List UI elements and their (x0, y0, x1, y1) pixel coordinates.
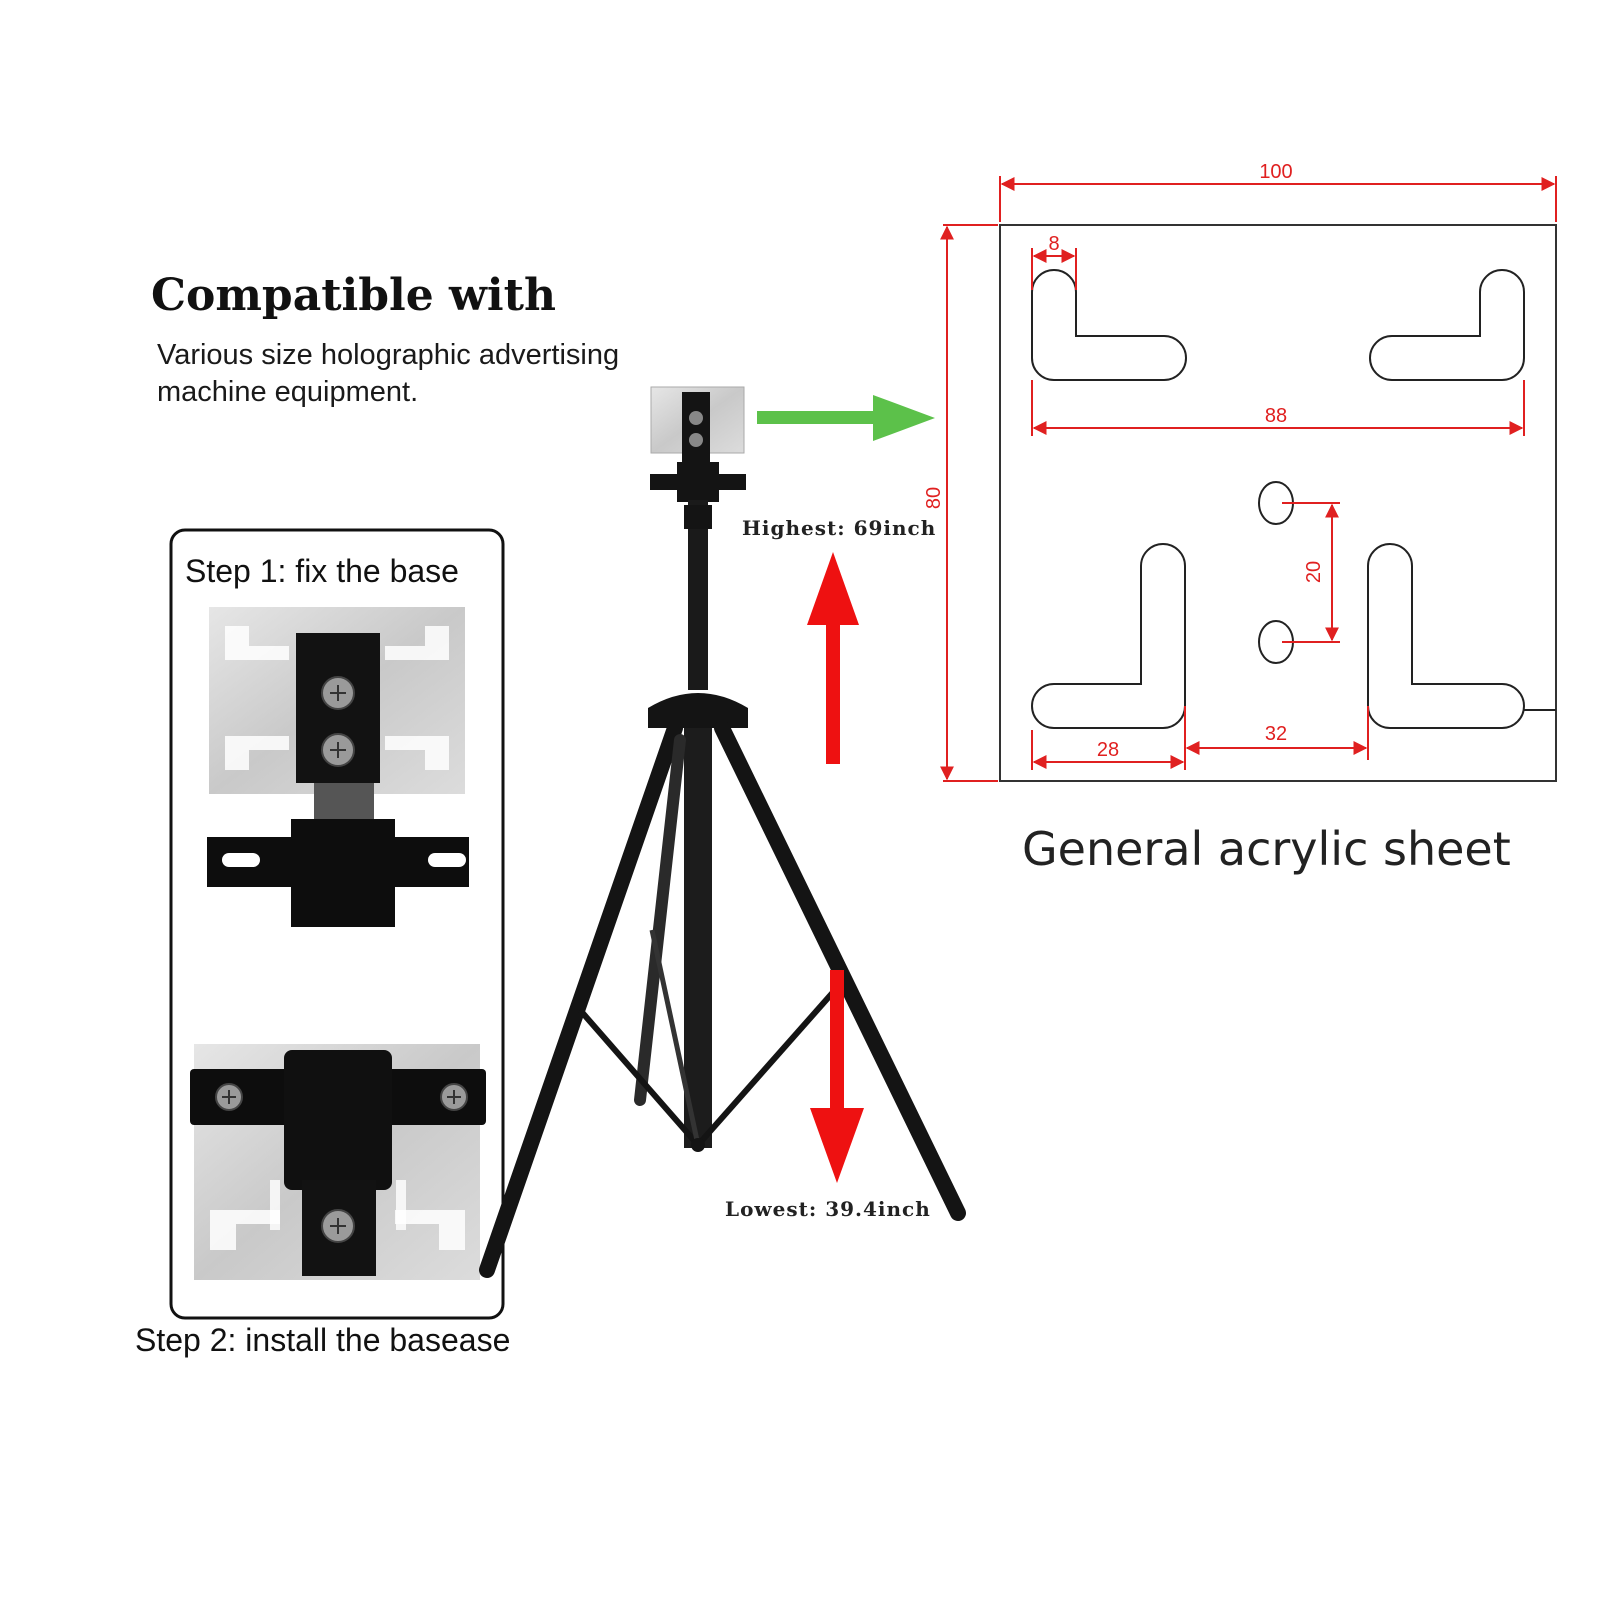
dim-hole-spacing-label: 20 (1303, 561, 1325, 583)
compatible-heading: Compatible with (151, 270, 556, 321)
dim-width-label: 100 (1259, 161, 1292, 183)
dim-bottom-slot-label: 28 (1097, 739, 1119, 761)
step2-image (190, 1044, 486, 1280)
acrylic-sheet-drawing: 100 80 8 88 20 32 28 (923, 161, 1557, 782)
steps-frame (169, 528, 505, 1320)
compatible-description: Various size holographic advertising mac… (157, 337, 619, 411)
down-arrow-icon (810, 970, 864, 1183)
lowest-height-label: Lowest: 39.4inch (725, 1197, 931, 1221)
dim-height-label: 80 (923, 487, 945, 509)
dim-bottom-gap-label: 32 (1265, 723, 1287, 745)
highest-height-label: Highest: 69inch (742, 516, 937, 540)
step1-label: Step 1: fix the base (185, 553, 459, 589)
acrylic-sheet-caption: General acrylic sheet (1022, 822, 1511, 876)
step1-image (207, 607, 469, 927)
dim-slot-span-label: 88 (1265, 405, 1287, 427)
up-arrow-icon (807, 552, 859, 764)
green-arrow-icon (757, 395, 935, 441)
step2-label: Step 2: install the basease (135, 1322, 511, 1358)
dim-slot-width-label: 8 (1048, 233, 1059, 255)
description-line-2: machine equipment. (157, 376, 419, 408)
description-line-1: Various size holographic advertising (157, 339, 620, 371)
